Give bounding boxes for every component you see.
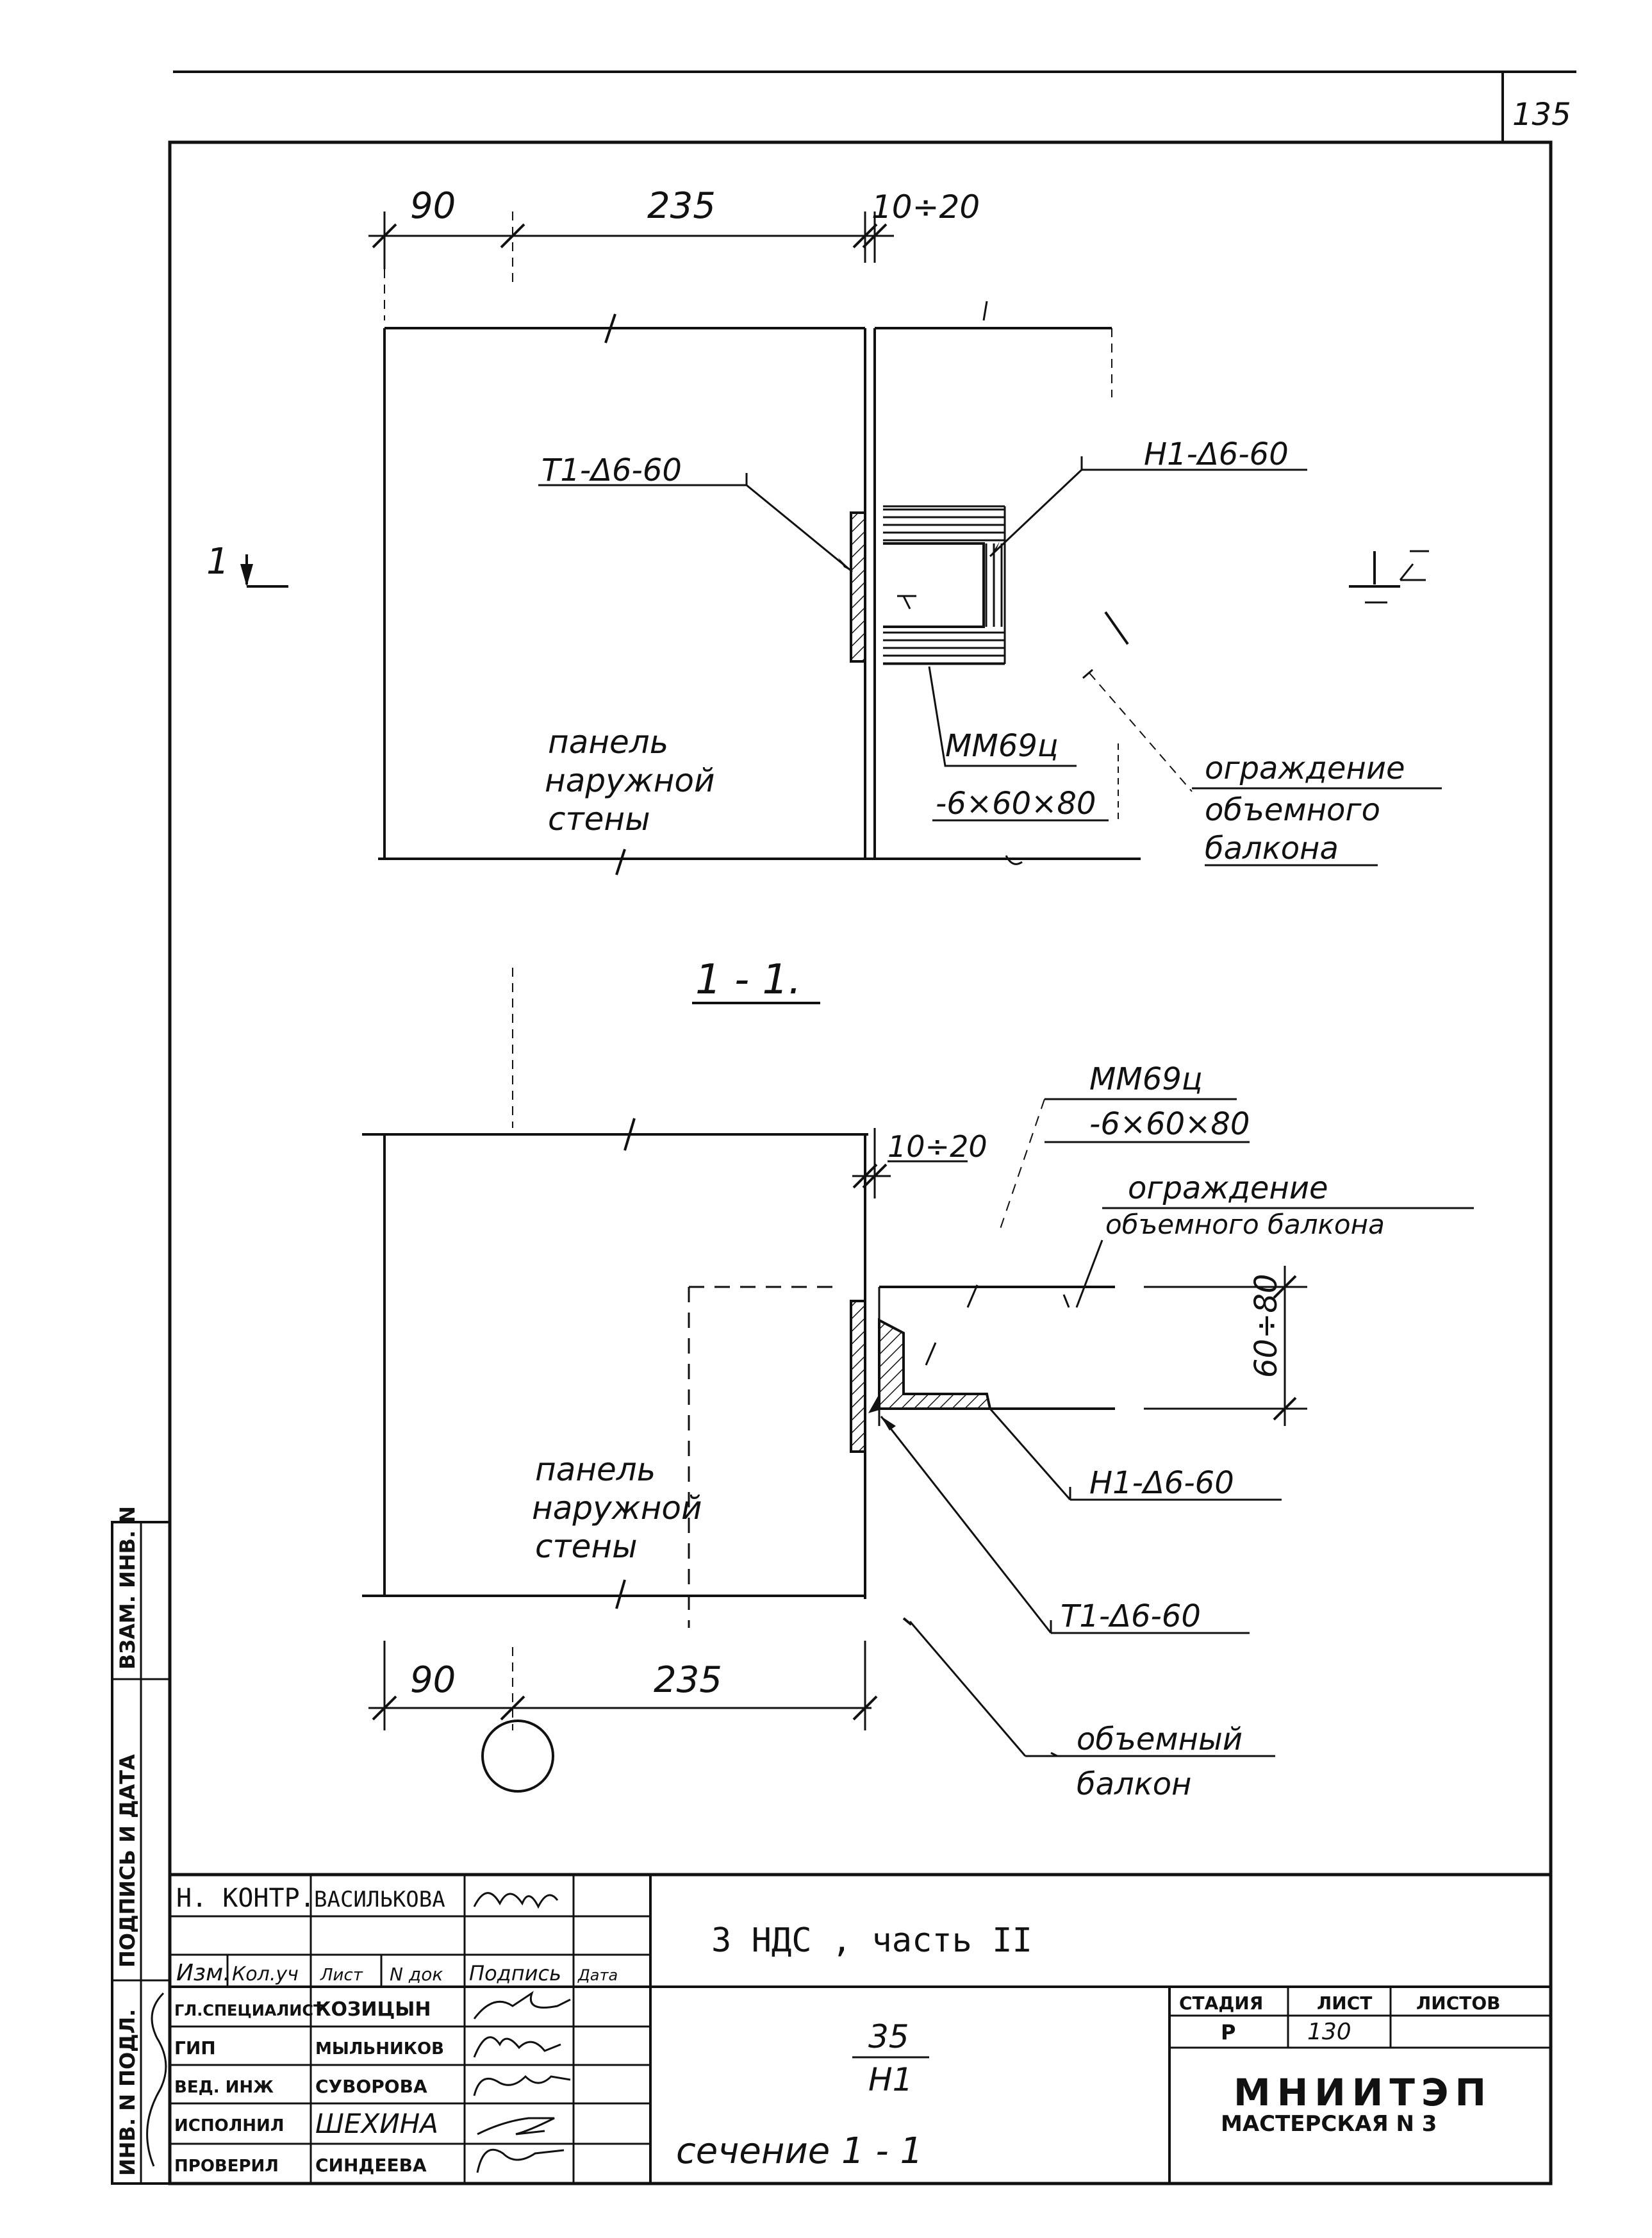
tb-stage-val: Р bbox=[1221, 2020, 1235, 2044]
plan-panel-label-1: панель bbox=[548, 724, 668, 761]
section-railing-label-1: ограждение bbox=[1128, 1170, 1328, 1206]
tb-hdr-data: Дата bbox=[577, 1966, 618, 1984]
signatures bbox=[473, 1892, 571, 2173]
section-balcony-label-1: объемный bbox=[1077, 1721, 1243, 1757]
tb-role-2: ГИП bbox=[174, 2037, 216, 2059]
stamp-podpis-data: ПОДПИСЬ И ДАТА bbox=[115, 1754, 140, 1968]
section-title: 1 - 1. bbox=[695, 956, 802, 1004]
stamp-vzam-inv: ВЗАМ. ИНВ. N bbox=[115, 1506, 140, 1670]
tb-stage-hdr: СТАДИЯ bbox=[1179, 1993, 1263, 2014]
section-railing-label-2: объемного балкона bbox=[1105, 1209, 1385, 1240]
section-height-dim: 60÷80 bbox=[1248, 1274, 1284, 1378]
plan-railing-label-1: ограждение bbox=[1205, 750, 1405, 786]
plan-weld-right: Н1-Δ6-60 bbox=[1144, 436, 1289, 472]
tb-name-1: КОЗИЦЫН bbox=[315, 1998, 431, 2021]
plan-plate-label-1: ММ69ц bbox=[945, 728, 1059, 764]
section-plate-label-1: ММ69ц bbox=[1089, 1061, 1203, 1097]
plan-dim-235: 235 bbox=[647, 185, 716, 227]
tb-name-3: СУВОРОВА bbox=[315, 2076, 427, 2097]
tb-role-1: ГЛ.СПЕЦИАЛИСТ bbox=[174, 2002, 324, 2019]
section-view: 1 - 1. 10÷20 ММ69ц -6×60×80 ограждение о… bbox=[362, 956, 1474, 1802]
tb-hdr-kol: Кол.уч bbox=[232, 1963, 299, 1985]
plan-railing-label-3: балкона bbox=[1205, 831, 1339, 866]
plan-dim-gap: 10÷20 bbox=[871, 188, 980, 226]
plan-plate-label-2: -6×60×80 bbox=[936, 786, 1096, 822]
tb-hdr-podpis: Подпись bbox=[469, 1961, 561, 1985]
tb-hdr-list: Лист bbox=[320, 1966, 363, 1985]
tb-sheet-title: сечение 1 - 1 bbox=[676, 2130, 923, 2172]
tb-name-2: МЫЛЬНИКОВ bbox=[315, 2039, 444, 2059]
section-weld-h: Н1-Δ6-60 bbox=[1089, 1465, 1234, 1501]
plan-weld-left: Т1-Δ6-60 bbox=[541, 452, 682, 488]
title-block: Н. КОНТР. ВАСИЛЬКОВА Изм. Кол.уч Лист N … bbox=[168, 1873, 1553, 2185]
tb-node-top: 35 bbox=[868, 2018, 909, 2055]
tb-list-val: 130 bbox=[1307, 2019, 1351, 2045]
tb-role-3: ВЕД. ИНЖ bbox=[174, 2078, 274, 2097]
plan-panel-label-3: стены bbox=[548, 800, 650, 838]
section-dim-90: 90 bbox=[410, 1659, 456, 1701]
section-dim-235: 235 bbox=[654, 1659, 722, 1701]
side-stamp: ИНВ. N ПОДЛ. ПОДПИСЬ И ДАТА ВЗАМ. ИНВ. N bbox=[111, 1506, 171, 2185]
section-weld-t: Т1-Δ6-60 bbox=[1061, 1598, 1201, 1634]
tb-hdr-ndok: N док bbox=[390, 1964, 443, 1985]
sheet-frame: 1 35 bbox=[168, 70, 1576, 2185]
tb-listov-hdr: ЛИСТОВ bbox=[1416, 1993, 1500, 2014]
plan-section-mark: 1 bbox=[206, 541, 229, 583]
tb-nkontr-name: ВАСИЛЬКОВА bbox=[314, 1887, 445, 1912]
tb-hdr-izm: Изм. bbox=[176, 1960, 231, 1986]
plan-dim-90: 90 bbox=[410, 185, 456, 227]
tb-list-hdr: ЛИСТ bbox=[1317, 1993, 1372, 2014]
tb-org: МНИИТЭП bbox=[1234, 2071, 1492, 2114]
tb-role-4: ИСПОЛНИЛ bbox=[174, 2116, 284, 2135]
tb-node-bottom: Н1 bbox=[868, 2061, 913, 2098]
section-gap-dim: 10÷20 bbox=[888, 1129, 987, 1164]
tb-project: 3 НДС , часть II bbox=[711, 1921, 1032, 1960]
tb-org-sub: МАСТЕРСКАЯ N 3 bbox=[1221, 2111, 1437, 2137]
section-panel-label-1: панель bbox=[535, 1451, 656, 1488]
plan-view: 90 235 10÷20 Т1-Δ6-60 Н1- bbox=[206, 185, 1442, 875]
tb-name-5: СИНДЕЕВА bbox=[315, 2155, 427, 2176]
section-balcony-label-2: балкон bbox=[1077, 1766, 1191, 1802]
stamp-inv-podl: ИНВ. N ПОДЛ. bbox=[115, 2009, 140, 2176]
plan-railing-label-2: объемного bbox=[1205, 792, 1380, 828]
section-plate-label-2: -6×60×80 bbox=[1089, 1106, 1250, 1142]
sheet-number: 135 bbox=[1512, 97, 1571, 133]
section-panel-label-3: стены bbox=[535, 1528, 638, 1565]
tb-nkontr-role: Н. КОНТР. bbox=[176, 1884, 315, 1913]
tb-name-4: ШЕХИНА bbox=[315, 2108, 438, 2139]
section-panel-label-2: наружной bbox=[532, 1489, 702, 1527]
plan-panel-label-2: наружной bbox=[545, 762, 714, 799]
tb-role-5: ПРОВЕРИЛ bbox=[174, 2157, 279, 2176]
